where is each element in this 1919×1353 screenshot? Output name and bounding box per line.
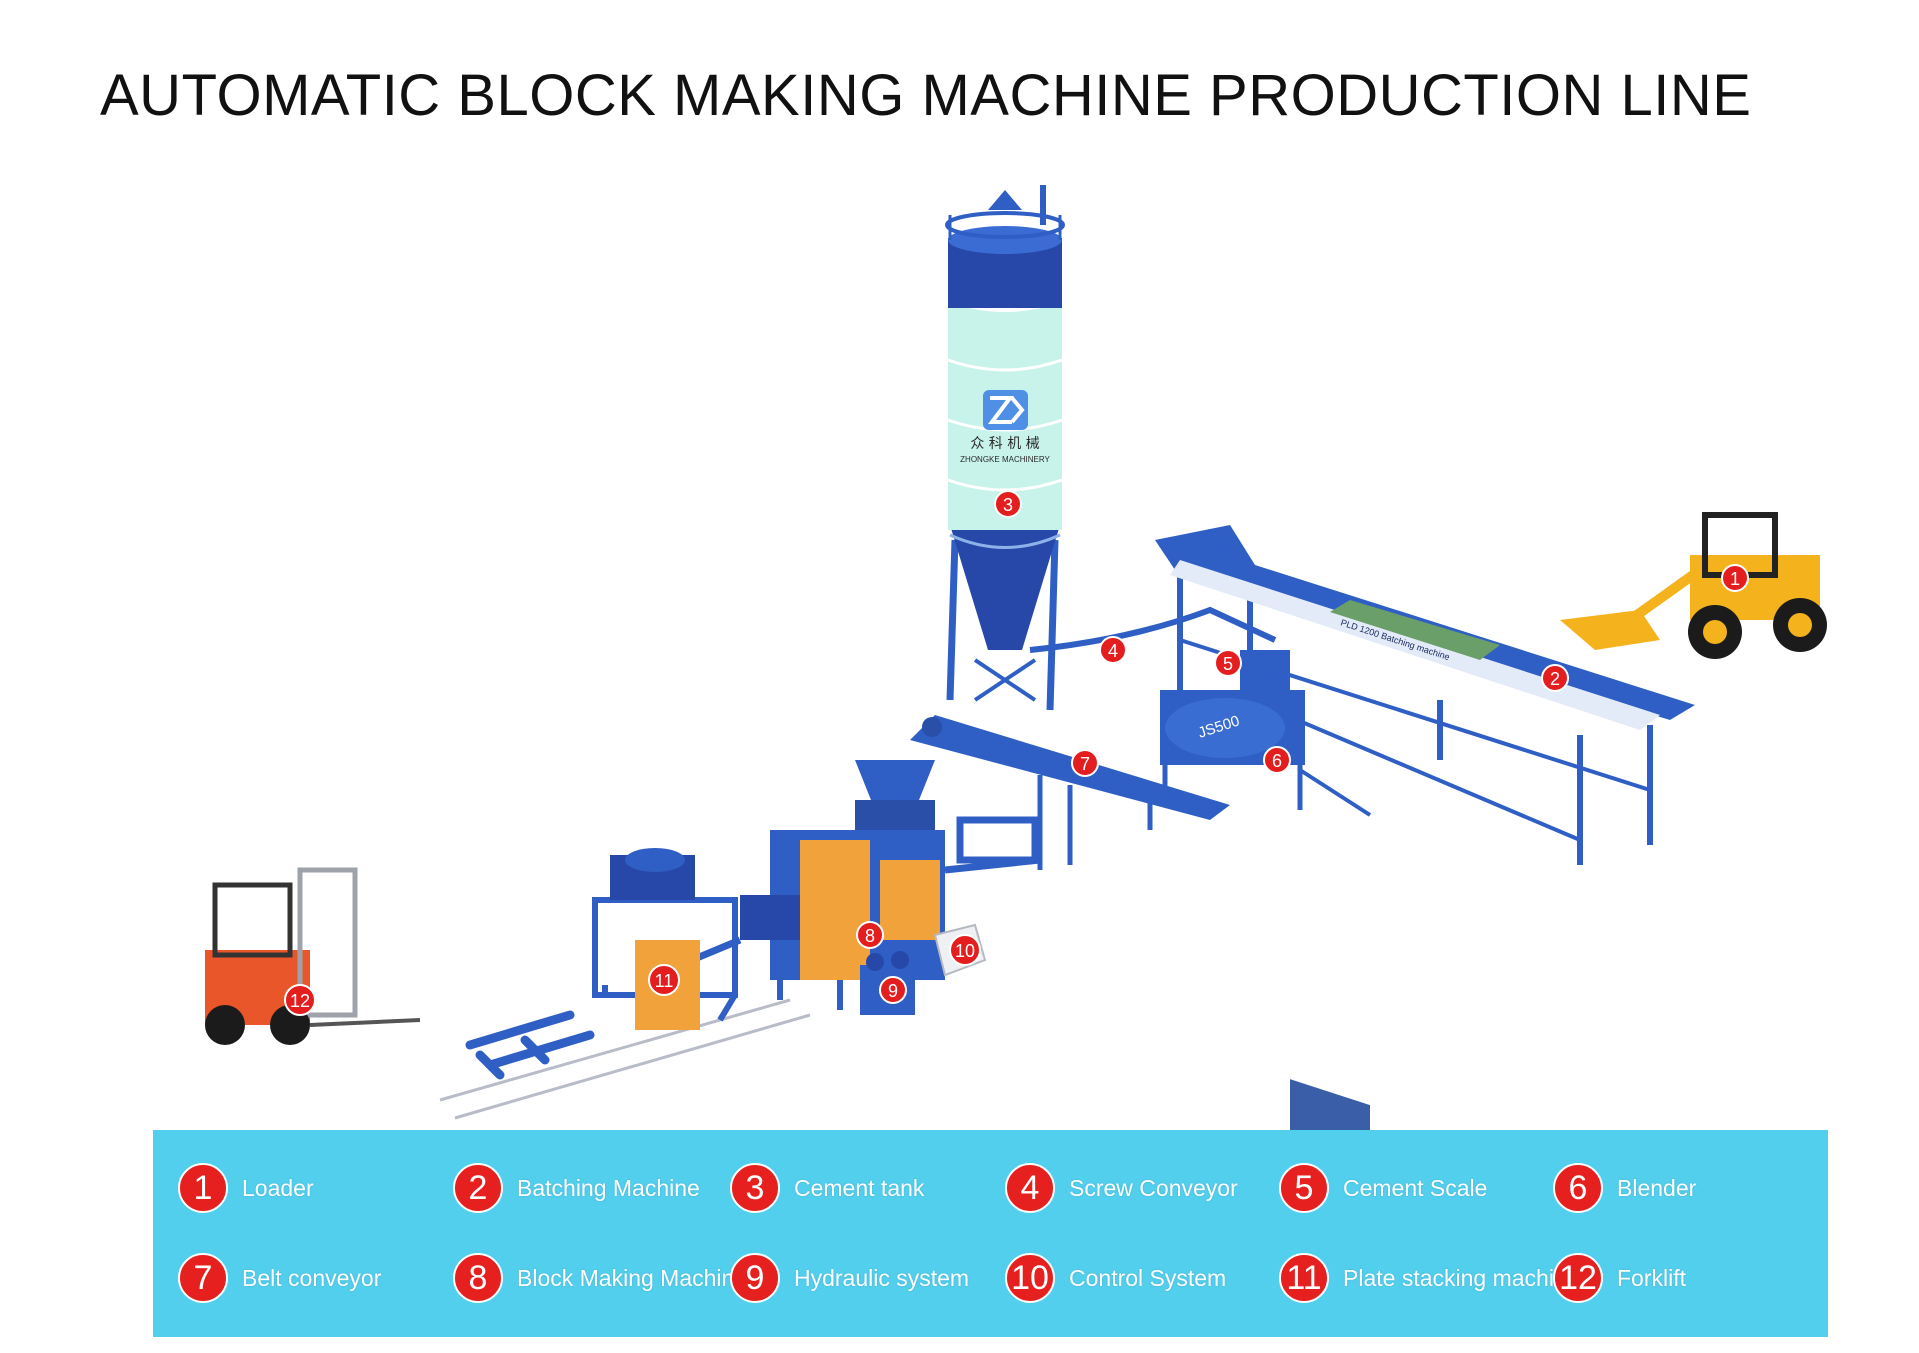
svg-text:8: 8	[865, 926, 875, 946]
svg-text:5: 5	[1223, 654, 1233, 674]
marker-10: 10	[949, 934, 981, 966]
legend-label: Plate stacking machine	[1343, 1264, 1580, 1291]
legend-item-control-system: 10 Control System	[1005, 1250, 1226, 1306]
marker-3: 3	[994, 490, 1022, 518]
marker-7: 7	[1071, 749, 1099, 777]
legend-badge: 3	[730, 1163, 780, 1213]
legend-item-block-making-machine: 8 Block Making Machine	[453, 1250, 747, 1306]
legend-badge: 9	[730, 1253, 780, 1303]
marker-2: 2	[1541, 664, 1569, 692]
cement-silo: 众 科 机 械 ZHONGKE MACHINERY	[945, 185, 1065, 711]
screw-conveyor	[1029, 606, 1277, 653]
marker-8: 8	[856, 921, 884, 949]
marker-12: 12	[284, 984, 316, 1016]
legend-label: Cement tank	[794, 1174, 925, 1201]
svg-text:12: 12	[290, 991, 310, 1011]
legend-badge: 4	[1005, 1163, 1055, 1213]
legend-label: Loader	[242, 1174, 314, 1201]
legend-item-cement-tank: 3 Cement tank	[730, 1160, 924, 1216]
svg-text:9: 9	[888, 981, 898, 1001]
legend-item-screw-conveyor: 4 Screw Conveyor	[1005, 1160, 1238, 1216]
legend-item-forklift: 12 Forklift	[1553, 1250, 1686, 1306]
silo-brand-en: ZHONGKE MACHINERY	[960, 455, 1050, 464]
legend-item-loader: 1 Loader	[178, 1160, 314, 1216]
legend-item-blender: 6 Blender	[1553, 1160, 1696, 1216]
legend-item-belt-conveyor: 7 Belt conveyor	[178, 1250, 381, 1306]
marker-1: 1	[1721, 564, 1749, 592]
legend-item-cement-scale: 5 Cement Scale	[1279, 1160, 1487, 1216]
legend-item-plate-stacking-machine: 11 Plate stacking machine	[1279, 1250, 1580, 1306]
page-title: AUTOMATIC BLOCK MAKING MACHINE PRODUCTIO…	[100, 63, 1752, 128]
mixer-blender: JS500	[1160, 650, 1372, 817]
legend-label: Blender	[1617, 1174, 1697, 1201]
marker-4: 4	[1099, 636, 1127, 664]
legend-badge: 5	[1279, 1163, 1329, 1213]
floor-rails	[439, 998, 811, 1120]
legend-badge: 11	[1279, 1253, 1329, 1303]
svg-text:10: 10	[955, 941, 975, 961]
svg-text:4: 4	[1108, 641, 1118, 661]
svg-text:11: 11	[655, 971, 674, 991]
svg-text:7: 7	[1080, 754, 1090, 774]
marker-9: 9	[879, 976, 907, 1004]
legend-label: Screw Conveyor	[1069, 1174, 1238, 1201]
svg-text:1: 1	[1730, 569, 1740, 589]
marker-11: 11	[648, 964, 680, 996]
legend-badge: 6	[1553, 1163, 1603, 1213]
legend-item-batching-machine: 2 Batching Machine	[453, 1160, 700, 1216]
legend-label: Cement Scale	[1343, 1174, 1488, 1201]
brand-logo	[983, 390, 1028, 430]
legend-badge: 10	[1005, 1253, 1055, 1303]
svg-text:2: 2	[1550, 669, 1560, 689]
legend-badge: 1	[178, 1163, 228, 1213]
svg-text:6: 6	[1272, 751, 1282, 771]
forklift	[205, 867, 421, 1045]
block-making-machine	[678, 760, 1041, 1010]
belt-conveyor	[910, 715, 1230, 870]
pallet-rack	[465, 1010, 595, 1080]
legend-label: Hydraulic system	[794, 1264, 970, 1291]
legend-badge: 7	[178, 1253, 228, 1303]
svg-text:3: 3	[1003, 495, 1013, 515]
legend-label: Control System	[1069, 1264, 1227, 1291]
legend-label: Belt conveyor	[242, 1264, 382, 1291]
legend-badge: 12	[1553, 1253, 1603, 1303]
legend-badge: 8	[453, 1253, 503, 1303]
wheel-loader	[1560, 512, 1827, 659]
marker-5: 5	[1214, 649, 1242, 677]
silo-brand-cn: 众 科 机 械	[970, 436, 1039, 452]
legend-label: Forklift	[1617, 1264, 1686, 1291]
legend-label: Block Making Machine	[517, 1264, 748, 1291]
component-legend: 1 Loader 2 Batching Machine 3 Cement tank 4…	[153, 1130, 1828, 1337]
plate-stacking-machine	[592, 848, 738, 1030]
legend-badge: 2	[453, 1163, 503, 1213]
legend-label: Batching Machine	[517, 1174, 700, 1201]
marker-6: 6	[1263, 746, 1291, 774]
legend-item-hydraulic-system: 9 Hydraulic system	[730, 1250, 969, 1306]
